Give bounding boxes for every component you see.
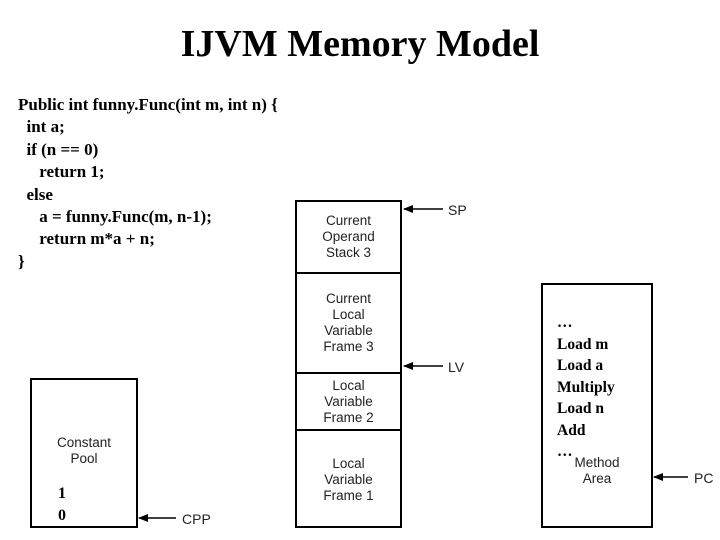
code-line: int a;: [18, 117, 65, 137]
constant-pool-values: 1 0: [58, 483, 66, 527]
instruction: Multiply: [557, 378, 615, 396]
constant-pool-label: Constant Pool: [32, 435, 136, 467]
instruction: …: [557, 314, 573, 331]
code-line: a = funny.Func(m, n-1);: [18, 207, 212, 227]
cell-text: Frame 2: [323, 409, 374, 425]
cell-text: Current: [325, 291, 371, 306]
cell-text: Frame 3: [323, 339, 374, 354]
code-line: if (n == 0): [18, 139, 99, 159]
cell-text: Stack 3: [325, 245, 371, 260]
constant-value: 1: [58, 485, 66, 502]
instruction: …: [557, 443, 573, 460]
code-line: return 1;: [18, 162, 105, 182]
code-line: return m*a + n;: [18, 229, 155, 249]
cpp-label: CPP: [182, 511, 211, 527]
cell-text: Variable: [324, 393, 373, 409]
page-title: IJVM Memory Model: [180, 23, 540, 65]
method-instructions: … Load m Load a Multiply Load n Add …: [557, 312, 615, 463]
cell-text: Local: [332, 377, 365, 393]
cell-text: Frame 1: [323, 487, 374, 503]
cell-text: Local: [332, 455, 365, 471]
cell-text: Operand: [322, 229, 375, 244]
cell-text: Constant: [56, 435, 112, 450]
cell-text: Area: [582, 471, 612, 486]
code-line: else: [18, 184, 53, 204]
cell-text: Method: [574, 455, 620, 470]
local-variable-frame-2: Local Variable Frame 2: [297, 372, 400, 429]
cell-text: Variable: [324, 471, 373, 487]
cell-text: Pool: [70, 451, 98, 466]
cell-text: Local: [332, 307, 365, 322]
instruction: Load n: [557, 400, 604, 417]
instruction: Load a: [557, 357, 604, 374]
lv-label: LV: [448, 359, 465, 375]
instruction: Add: [557, 421, 586, 439]
stack-column: Current Operand Stack 3 Current Local Va…: [295, 200, 402, 528]
code-line: Public int funny.Func(int m, int n) {: [18, 95, 278, 114]
constant-pool: Constant Pool 1 0: [30, 378, 138, 528]
cell-text: Variable: [324, 323, 373, 338]
code-line: }: [18, 251, 25, 271]
local-variable-frame-3: Current Local Variable Frame 3: [297, 272, 400, 372]
constant-value: 0: [58, 507, 66, 524]
pc-label: PC: [694, 470, 714, 486]
method-area-label: Method Area: [543, 455, 651, 487]
instruction: Load m: [557, 335, 609, 353]
code-listing: Public int funny.Func(int m, int n) { in…: [18, 94, 278, 273]
cell-text: Current: [325, 213, 371, 228]
sp-label: SP: [448, 202, 467, 218]
method-area: Method Area: [541, 283, 653, 528]
local-variable-frame-1: Local Variable Frame 1: [297, 429, 400, 528]
operand-stack-3: Current Operand Stack 3: [297, 202, 400, 272]
